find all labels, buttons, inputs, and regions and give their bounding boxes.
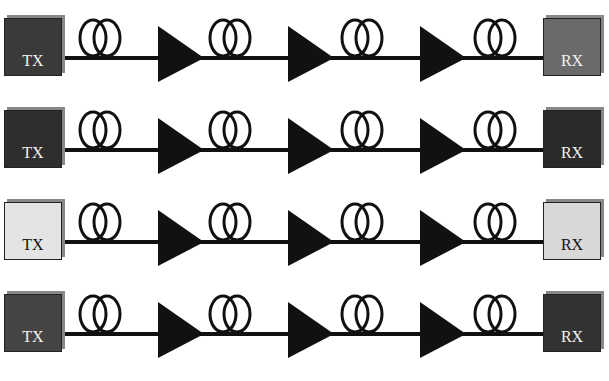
amplifier-symbol [420, 302, 466, 358]
node-label: RX [558, 237, 586, 259]
fiber-coil [210, 296, 250, 332]
amplifier-symbol [420, 26, 466, 82]
amplifier-symbol [158, 210, 204, 266]
amplifier-symbol [158, 302, 204, 358]
node-label: TX [19, 237, 46, 259]
fiber-coil [342, 112, 382, 148]
fiber-coil [80, 296, 120, 332]
receiver-box: RX [543, 294, 601, 352]
fiber-coil [342, 20, 382, 56]
amplifier-symbol [288, 118, 334, 174]
fiber-coil [210, 204, 250, 240]
fiber-coil [342, 296, 382, 332]
node-label: RX [558, 145, 586, 167]
fiber-coil [475, 296, 515, 332]
fiber-coil [210, 112, 250, 148]
fiber-coil [475, 20, 515, 56]
receiver-box: RX [543, 110, 601, 168]
transmitter-box: TX [4, 18, 62, 76]
node-label: TX [19, 145, 46, 167]
amplifier-symbol [288, 210, 334, 266]
amplifier-symbol [420, 210, 466, 266]
node-label: RX [558, 53, 586, 75]
fiber-coil [342, 204, 382, 240]
node-label: TX [19, 329, 46, 351]
receiver-box: RX [543, 202, 601, 260]
fiber-coil [80, 20, 120, 56]
amplifier-symbol [158, 118, 204, 174]
fiber-coil [475, 112, 515, 148]
fiber-coil [210, 20, 250, 56]
node-label: TX [19, 53, 46, 75]
receiver-box: RX [543, 18, 601, 76]
fiber-coil [475, 204, 515, 240]
fiber-coil [80, 204, 120, 240]
transmitter-box: TX [4, 202, 62, 260]
amplifier-symbol [420, 118, 466, 174]
fiber-coil [80, 112, 120, 148]
amplifier-symbol [158, 26, 204, 82]
transmitter-box: TX [4, 294, 62, 352]
amplifier-symbol [288, 302, 334, 358]
node-label: RX [558, 329, 586, 351]
transmitter-box: TX [4, 110, 62, 168]
amplifier-symbol [288, 26, 334, 82]
